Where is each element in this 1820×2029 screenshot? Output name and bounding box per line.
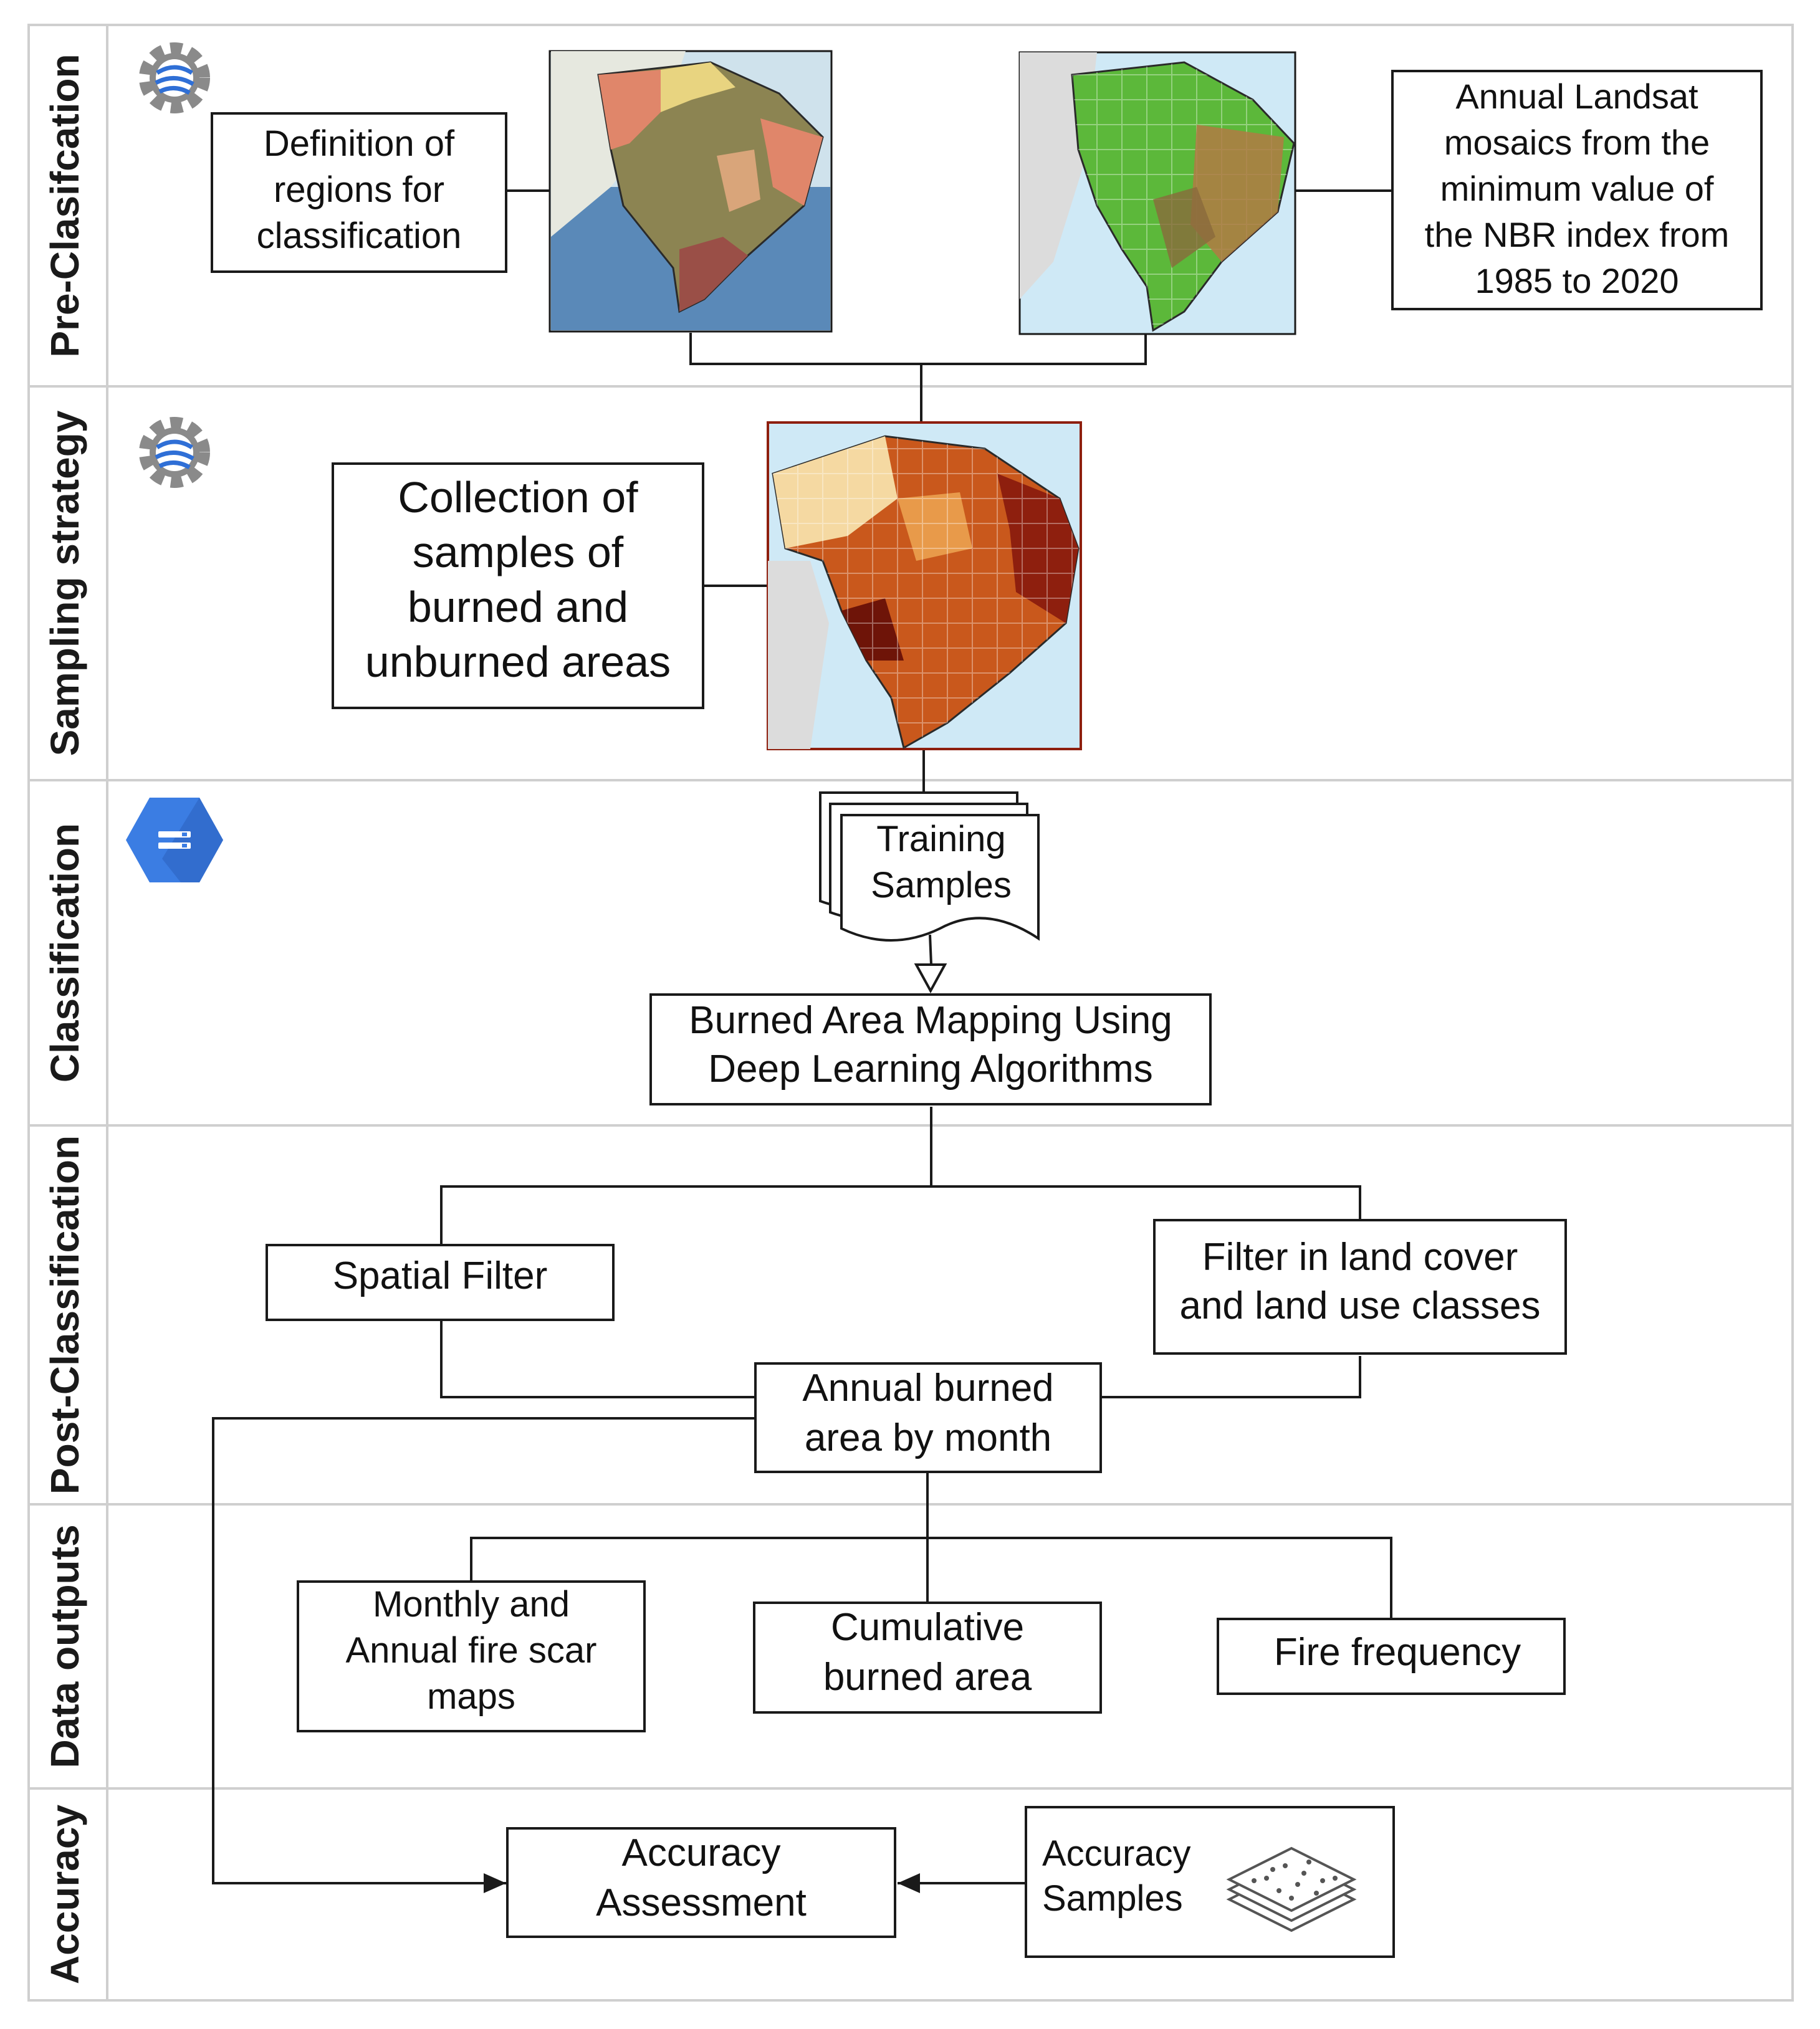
connector-arrow <box>212 1417 755 1893</box>
accuracy-samples-line: Accuracy <box>1042 1833 1191 1874</box>
accuracy-assessment-line: Accuracy <box>622 1831 781 1874</box>
collection-samples-line: samples of <box>413 528 624 576</box>
burned-area-mapping-box: Burned Area Mapping Using Deep Learning … <box>649 993 1212 1105</box>
collection-samples-line: unburned areas <box>365 637 671 686</box>
monthly-annual-maps-line: Annual fire scar <box>346 1630 597 1671</box>
annual-burned-line: area by month <box>805 1416 1051 1459</box>
definition-regions-line: classification <box>257 216 462 256</box>
annual-burned-line: Annual burned <box>802 1367 1053 1410</box>
landsat-mosaics-line: minimum value of <box>1440 169 1714 208</box>
definition-regions-line: Definition of <box>264 123 455 164</box>
landsat-mosaic-map <box>1018 51 1296 335</box>
collection-samples-line: burned and <box>408 583 628 631</box>
connector <box>440 1185 1361 1245</box>
connector <box>689 333 1147 365</box>
training-samples-line: Samples <box>871 865 1012 905</box>
fire-frequency-label: Fire frequency <box>1274 1631 1521 1674</box>
burned-area-mapping-line: Deep Learning Algorithms <box>708 1048 1152 1091</box>
cloud-storage-icon <box>126 798 223 882</box>
training-samples-line: Training <box>876 819 1005 859</box>
spatial-filter-label: Spatial Filter <box>333 1254 548 1297</box>
training-samples-documents: Training Samples <box>819 791 1040 942</box>
definition-regions-box: Definition of regions for classification <box>211 112 507 273</box>
lane-label-data-outputs: Data outputs <box>42 1524 87 1768</box>
diagram-frame <box>27 24 1794 2002</box>
connector <box>440 1320 755 1398</box>
filter-land-cover-line: Filter in land cover <box>1202 1236 1518 1279</box>
landsat-mosaics-box: Annual Landsat mosaics from the minimum … <box>1391 70 1763 310</box>
cumulative-burned-line: Cumulative <box>831 1606 1024 1649</box>
monthly-annual-maps-line: maps <box>427 1676 515 1717</box>
annual-burned-box: Annual burned area by month <box>754 1362 1102 1473</box>
lane-label-sampling-strategy: Sampling strategy <box>42 410 87 756</box>
connectors <box>212 189 1392 1893</box>
accuracy-samples-line: Samples <box>1042 1878 1183 1919</box>
filter-land-cover-line: and land use classes <box>1179 1284 1540 1327</box>
accuracy-assessment-line: Assessment <box>596 1881 807 1924</box>
landsat-mosaics-line: the NBR index from <box>1425 215 1730 254</box>
connector <box>929 934 932 965</box>
collection-samples-box: Collection of samples of burned and unbu… <box>332 462 704 709</box>
hollow-arrowhead <box>914 963 947 994</box>
lane-label-post-classification: Post-Classification <box>42 1135 87 1494</box>
lane-label-pre-classification: Pre-Clasifcation <box>42 54 87 357</box>
collection-samples-line: Collection of <box>398 473 638 522</box>
burned-area-mapping-line: Burned Area Mapping Using <box>689 999 1172 1042</box>
lane-label-accuracy: Accuracy <box>42 1805 87 1985</box>
earth-engine-gear-icon <box>139 42 210 113</box>
burned-samples-map <box>767 421 1082 750</box>
landsat-mosaics-line: 1985 to 2020 <box>1475 261 1679 300</box>
spatial-filter-box: Spatial Filter <box>266 1244 615 1321</box>
connector <box>470 1537 1392 1619</box>
filter-land-cover-box: Filter in land cover and land use classe… <box>1153 1219 1567 1355</box>
regions-map <box>548 50 833 333</box>
monthly-annual-maps-box: Monthly and Annual fire scar maps <box>297 1580 646 1732</box>
accuracy-samples-box: Accuracy Samples <box>1025 1806 1395 1958</box>
accuracy-assessment-box: Accuracy Assessment <box>506 1827 896 1938</box>
definition-regions-line: regions for <box>274 169 444 210</box>
cumulative-burned-line: burned area <box>823 1656 1032 1699</box>
lane-label-classification: Classification <box>42 823 87 1082</box>
earth-engine-gear-icon <box>139 417 210 488</box>
landsat-mosaics-line: mosaics from the <box>1444 123 1710 162</box>
fire-frequency-box: Fire frequency <box>1217 1618 1566 1695</box>
landsat-mosaics-line: Annual Landsat <box>1455 77 1698 116</box>
connector <box>1101 1356 1361 1398</box>
stacked-layers-icon <box>1226 1846 1357 1932</box>
cumulative-burned-box: Cumulative burned area <box>753 1602 1102 1714</box>
monthly-annual-maps-line: Monthly and <box>373 1584 570 1625</box>
